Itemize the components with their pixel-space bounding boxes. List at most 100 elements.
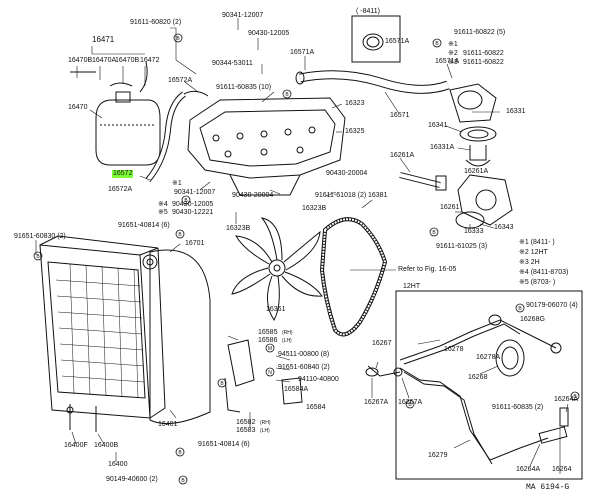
part-16381-label[interactable]: 16381 (368, 192, 388, 199)
part-90430-20004-label-a[interactable]: 90430-20004 (232, 192, 274, 199)
part-16470a-label[interactable]: 16470A (92, 57, 117, 64)
part-91651-60830-label[interactable]: 91651-60830 (2) (14, 233, 66, 240)
part-16585-label[interactable]: 16585 (258, 329, 278, 336)
part-16343-label[interactable]: 16343 (494, 224, 514, 231)
rh-marker: (RH) (282, 330, 293, 336)
callout-b-10: B (573, 394, 577, 400)
part-16361-label[interactable]: 16361 (266, 306, 286, 313)
part-91651-60840-label[interactable]: 91651-60840 (2) (278, 364, 330, 371)
part-16268-label[interactable]: 16268 (468, 374, 488, 381)
part-91611-60835-label-b[interactable]: 91611-60835 (2) (492, 404, 544, 411)
legend-item: ※3 2H (519, 259, 540, 266)
part-16261-label[interactable]: 16261 (440, 204, 460, 211)
part-16278a-label[interactable]: 16278A (476, 354, 501, 361)
part-16400-label[interactable]: 16400 (108, 461, 128, 468)
part-90430-12005-label[interactable]: 90430-12005 (248, 30, 290, 37)
part-91611-61018-label[interactable]: 91611-61018 (2) (315, 192, 367, 199)
part-90179-06070-label[interactable]: 90179-06070 (4) (526, 302, 578, 309)
callout-b-7: B (178, 232, 182, 238)
part-16400f-label[interactable]: 16400F (64, 442, 88, 449)
part-16264a-label-2[interactable]: 16264A (516, 466, 541, 473)
callout-b-11: B (178, 450, 182, 456)
part-90430-20004-label-b[interactable]: 90430-20004 (326, 170, 368, 177)
fan-belt (319, 217, 388, 337)
inset-12ht-heading: 12HT (403, 283, 421, 290)
callout-b-4: B (435, 41, 439, 47)
part-16470-label[interactable]: 16470 (68, 104, 88, 111)
part-91611-60820-label[interactable]: 91611-60820 (2) (130, 19, 182, 26)
part-91611-60822-label-c[interactable]: 91611-60822 (463, 59, 504, 66)
part-16268g-label[interactable]: 16268G (520, 316, 545, 323)
part-16264-label[interactable]: 16264 (552, 466, 572, 473)
drawing-code: MA 6194-G (526, 483, 570, 492)
part-16584a-label[interactable]: 16584A (284, 386, 309, 393)
part-16571-label[interactable]: 16571 (390, 112, 410, 119)
part-90430-12005-label-2[interactable]: 90430-12005 (172, 201, 214, 208)
part-16572a-label-2[interactable]: 16572A (108, 186, 133, 193)
part-16571a-label-top[interactable]: 16571A (290, 49, 315, 56)
star-5-marker: ※5 (158, 209, 168, 216)
star-1-marker: ※1 (172, 180, 182, 187)
part-16401-label[interactable]: 16401 (158, 421, 178, 428)
part-90149-40600-label[interactable]: 90149-40600 (2) (106, 476, 158, 483)
part-16323b-label[interactable]: 16323B (226, 225, 251, 232)
part-16582-label[interactable]: 16582 (236, 419, 256, 426)
applicability-8411-label: ( -8411) (356, 8, 380, 15)
part-94110-40800-label[interactable]: 94110-40800 (298, 376, 339, 383)
part-16279-label[interactable]: 16279 (428, 452, 448, 459)
callout-b-8: B (518, 306, 522, 312)
part-16471-label[interactable]: 16471 (92, 35, 115, 44)
part-90341-12007-label-2[interactable]: 90341-12007 (174, 189, 216, 196)
part-16571a-label-box[interactable]: 16571A (385, 38, 410, 45)
part-16341-label[interactable]: 16341 (428, 122, 448, 129)
part-90341-12007-label[interactable]: 90341-12007 (222, 12, 264, 19)
part-16701-label[interactable]: 16701 (185, 240, 205, 247)
callout-b-3: B (184, 198, 188, 204)
callout-m: M (268, 346, 272, 352)
part-16586-label[interactable]: 16586 (258, 337, 278, 344)
part-91611-60822-label-b[interactable]: 91611-60822 (463, 50, 504, 57)
part-16331-label[interactable]: 16331 (506, 108, 526, 115)
part-16572-label-highlighted[interactable]: 16572 (112, 170, 134, 178)
part-90344-53011-label[interactable]: 90344-53011 (212, 60, 253, 67)
part-16583-label[interactable]: 16583 (236, 427, 256, 434)
part-91651-40814-label-b[interactable]: 91651-40814 (6) (198, 441, 250, 448)
part-91611-61025-label[interactable]: 91611-61025 (3) (436, 243, 488, 250)
callout-b-2: B (285, 92, 289, 98)
part-16264a-label[interactable]: 16264A (554, 396, 579, 403)
part-16261a-label[interactable]: 16261A (390, 152, 415, 159)
part-16472-label[interactable]: 16472 (140, 57, 160, 64)
legend-item: ※4 (8411-8703) (519, 269, 569, 276)
part-16267a-label[interactable]: 16267A (364, 399, 389, 406)
part-16470b-label-2[interactable]: 16470B (115, 57, 140, 64)
upper-hose (295, 70, 450, 94)
part-16572a-label[interactable]: 16572A (168, 77, 193, 84)
part-16323b-label-2[interactable]: 16323B (302, 205, 327, 212)
refer-fig-16-05-note[interactable]: Refer to Fig. 16-05 (398, 266, 457, 273)
part-16261a-label-2[interactable]: 16261A (464, 168, 489, 175)
part-90430-12221-label[interactable]: 90430-12221 (172, 209, 214, 216)
water-pump (399, 172, 513, 229)
callout-b-9: B (408, 402, 412, 408)
water-outlet-housing (187, 97, 346, 196)
part-16325-label[interactable]: 16325 (345, 128, 365, 135)
part-16571a-label-right[interactable]: 16571A (435, 58, 460, 65)
part-16333-label[interactable]: 16333 (464, 228, 484, 235)
part-16267-label[interactable]: 16267 (372, 340, 392, 347)
legend-item: ※5 (8703- ) (519, 279, 556, 286)
part-16278-label[interactable]: 16278 (444, 346, 464, 353)
lh-marker: (LH) (282, 338, 292, 344)
part-91611-60835-label[interactable]: 91611-60835 (10) (216, 84, 272, 91)
part-16400b-label[interactable]: 16400B (94, 442, 119, 449)
12ht-inset-frame (395, 290, 583, 480)
part-16584-label[interactable]: 16584 (306, 404, 326, 411)
part-16267a-label-2[interactable]: 16267A (398, 399, 423, 406)
part-94511-00800-label[interactable]: 94511-00800 (8) (278, 351, 330, 358)
part-91611-60822-label-a[interactable]: 91611-60822 (5) (454, 29, 506, 36)
part-91651-40814-label-a[interactable]: 91651-40814 (6) (118, 222, 170, 229)
part-16470b-label[interactable]: 16470B (68, 57, 93, 64)
part-16331a-label[interactable]: 16331A (430, 144, 455, 151)
part-16323-label[interactable]: 16323 (345, 100, 365, 107)
